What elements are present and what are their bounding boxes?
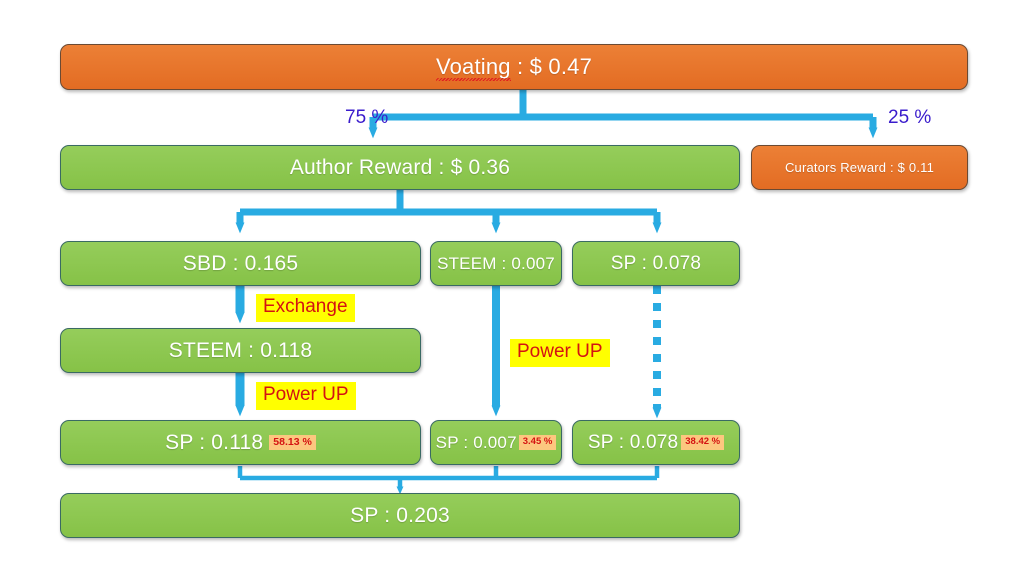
- label-curators-share: 25 %: [888, 107, 932, 128]
- tag-exchange: Exchange: [256, 294, 355, 322]
- tag-power-up-steem: Power UP: [510, 339, 610, 367]
- tag-power-up-sbd: Power UP: [256, 382, 356, 410]
- node-steem-small-label: STEEM : 0.007: [437, 253, 555, 273]
- node-voting-value: : $ 0.47: [510, 54, 593, 79]
- node-sp-from-steem[interactable]: SP : 0.007 3.45 %: [430, 420, 562, 465]
- misspelled-word: Voating: [435, 54, 511, 79]
- node-voting[interactable]: Voating : $ 0.47: [60, 44, 968, 90]
- node-steem-small[interactable]: STEEM : 0.007: [430, 241, 562, 286]
- node-sp-small-label: SP : 0.078: [610, 252, 702, 274]
- node-voting-label: Voating : $ 0.47: [436, 54, 592, 80]
- node-curators-reward[interactable]: Curators Reward : $ 0.11: [751, 145, 968, 190]
- node-steem-exchanged-label: STEEM : 0.118: [168, 338, 313, 362]
- connector-author-children: [235, 190, 662, 234]
- badge-sp-direct: 38.42 %: [681, 435, 725, 450]
- node-sp-from-sbd-label: SP : 0.118: [165, 430, 264, 454]
- node-author-reward[interactable]: Author Reward : $ 0.36: [60, 145, 740, 190]
- node-steem-exchanged[interactable]: STEEM : 0.118: [60, 328, 421, 373]
- node-sp-small[interactable]: SP : 0.078: [572, 241, 740, 286]
- label-author-share: 75 %: [345, 107, 389, 128]
- badge-sp-from-steem: 3.45 %: [518, 435, 557, 450]
- node-sp-direct-label: SP : 0.078: [587, 431, 679, 453]
- connector-merge-sp: [237, 466, 660, 495]
- node-sp-direct[interactable]: SP : 0.078 38.42 %: [572, 420, 740, 465]
- node-author-reward-label: Author Reward : $ 0.36: [289, 155, 511, 179]
- badge-sp-from-sbd: 58.13 %: [269, 435, 316, 450]
- node-sbd[interactable]: SBD : 0.165: [60, 241, 421, 286]
- connector-voting-split: [368, 90, 878, 139]
- node-sp-from-steem-label: SP : 0.007: [435, 432, 517, 452]
- node-sbd-label: SBD : 0.165: [182, 251, 299, 275]
- node-curators-reward-label: Curators Reward : $ 0.11: [784, 160, 935, 175]
- node-sp-from-sbd[interactable]: SP : 0.118 58.13 %: [60, 420, 421, 465]
- node-sp-total-label: SP : 0.203: [350, 503, 450, 527]
- node-sp-total[interactable]: SP : 0.203: [60, 493, 740, 538]
